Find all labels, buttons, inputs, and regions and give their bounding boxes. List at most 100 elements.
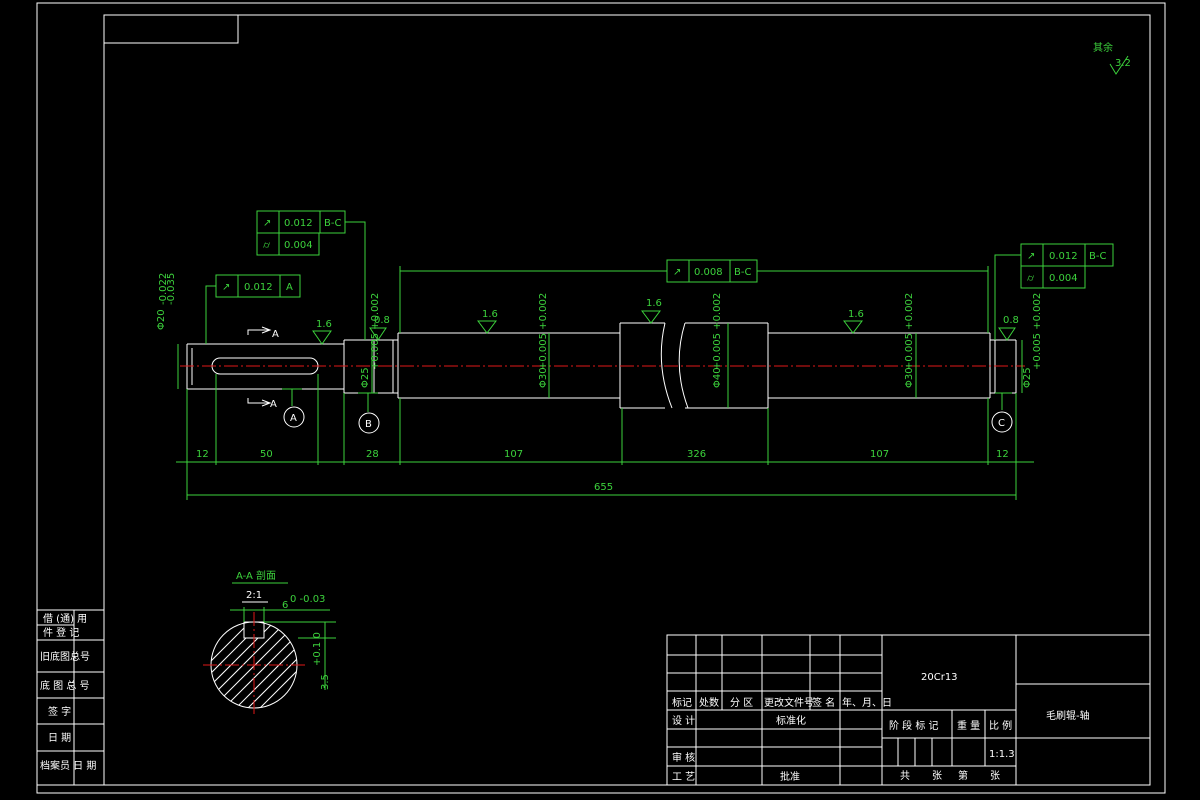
svg-text:0.012: 0.012 — [1049, 251, 1078, 262]
svg-text:第: 第 — [958, 769, 968, 782]
svg-text:分 区: 分 区 — [730, 697, 753, 709]
svg-text:B: B — [365, 419, 372, 430]
svg-text:签 名: 签 名 — [812, 696, 835, 709]
svg-text:批准: 批准 — [780, 770, 800, 783]
svg-text:A: A — [290, 413, 297, 424]
svg-text:B-C: B-C — [1089, 251, 1106, 262]
tolerance-frame-left: ↗ 0.012 B-C ⌭ 0.004 — [256, 210, 366, 340]
svg-text:0.004: 0.004 — [1049, 273, 1078, 284]
svg-text:Φ40: Φ40 — [712, 367, 723, 388]
svg-text:Φ30: Φ30 — [538, 367, 549, 388]
tolerance-frame-middle: ↗ 0.008 B-C — [399, 259, 989, 333]
svg-text:旧底图总号: 旧底图总号 — [40, 650, 90, 663]
svg-text:28: 28 — [366, 449, 379, 460]
svg-text:2:1: 2:1 — [246, 590, 262, 601]
svg-text:工 艺: 工 艺 — [672, 771, 695, 783]
svg-text:0.8: 0.8 — [1003, 315, 1019, 326]
svg-text:C: C — [998, 418, 1005, 429]
section-view-a-a: A-A 剖面 2:1 6 0 -0.03 — [203, 569, 336, 716]
tolerance-frame-right: ↗ 0.012 B-C ⌭ 0.004 — [994, 243, 1114, 340]
svg-text:更改文件号: 更改文件号 — [764, 696, 814, 709]
datum-c: C — [991, 392, 1013, 433]
svg-text:↗: ↗ — [222, 282, 230, 293]
svg-text:Φ30: Φ30 — [904, 367, 915, 388]
svg-text:12: 12 — [196, 449, 209, 460]
svg-text:326: 326 — [687, 449, 706, 460]
datum-a: A — [282, 388, 305, 428]
svg-text:张: 张 — [932, 770, 942, 782]
svg-text:年、月、日: 年、月、日 — [842, 696, 892, 709]
svg-text:+0.005 +0.002: +0.005 +0.002 — [538, 293, 549, 370]
svg-text:B-C: B-C — [734, 267, 751, 278]
svg-text:比 例: 比 例 — [989, 719, 1012, 732]
svg-text:50: 50 — [260, 449, 273, 460]
svg-text:0.012: 0.012 — [284, 218, 313, 229]
svg-text:⌭: ⌭ — [263, 240, 271, 251]
svg-text:+0.005 +0.002: +0.005 +0.002 — [370, 293, 381, 370]
svg-text:0.012: 0.012 — [244, 282, 273, 293]
svg-text:共: 共 — [900, 770, 910, 782]
svg-text:重 量: 重 量 — [957, 719, 980, 732]
side-revision-block: 借 (通) 用 件 登 记 旧底图总号 底 图 总 号 签 字 日 期 档案员 … — [36, 609, 105, 786]
svg-text:其余: 其余 — [1093, 41, 1113, 54]
svg-text:张: 张 — [990, 770, 1000, 782]
svg-text:件 登 记: 件 登 记 — [43, 626, 79, 639]
svg-text:A: A — [286, 282, 293, 293]
svg-text:毛刷辊-轴: 毛刷辊-轴 — [1046, 709, 1090, 722]
length-dimensions: 12 50 28 107 326 107 12 655 — [176, 374, 1034, 500]
svg-text:107: 107 — [504, 449, 523, 460]
svg-text:1.6: 1.6 — [848, 309, 864, 320]
svg-text:0.008: 0.008 — [694, 267, 723, 278]
svg-text:Φ25: Φ25 — [360, 367, 371, 388]
title-block: 标记 处数 分 区 更改文件号 签 名 年、月、日 设 计 标准化 审 核 工 … — [666, 634, 1151, 786]
svg-text:签 字: 签 字 — [48, 705, 71, 718]
svg-text:↗: ↗ — [263, 218, 271, 229]
svg-text:处数: 处数 — [699, 696, 719, 709]
tolerance-frame-key: ↗ 0.012 A — [205, 274, 301, 344]
svg-text:655: 655 — [594, 482, 613, 493]
svg-text:Φ20: Φ20 — [156, 309, 167, 330]
svg-text:+0.005 +0.002: +0.005 +0.002 — [1032, 293, 1043, 370]
svg-text:6: 6 — [282, 600, 288, 611]
sheet-frame — [36, 2, 1166, 794]
roughness-symbols: 1.6 0.8 1.6 1.6 1.6 0.8 — [312, 298, 1019, 345]
svg-text:档案员 日 期: 档案员 日 期 — [40, 759, 96, 772]
svg-text:底 图 总 号: 底 图 总 号 — [40, 679, 90, 692]
section-cut-marks: A A — [247, 326, 279, 410]
svg-text:+0.1 0: +0.1 0 — [312, 632, 323, 666]
svg-text:1.6: 1.6 — [316, 319, 332, 330]
svg-text:⌭: ⌭ — [1027, 273, 1035, 284]
svg-text:20Cr13: 20Cr13 — [921, 672, 958, 683]
svg-text:12: 12 — [996, 449, 1009, 460]
svg-text:1.6: 1.6 — [646, 298, 662, 309]
svg-text:A: A — [272, 329, 279, 340]
datum-b: B — [358, 392, 380, 434]
svg-text:0 -0.03: 0 -0.03 — [290, 594, 325, 605]
svg-text:A: A — [270, 399, 277, 410]
svg-text:0.004: 0.004 — [284, 240, 313, 251]
svg-text:1:1.3: 1:1.3 — [989, 749, 1015, 760]
diameter-labels: Φ20 -0.022 -0.035 Φ25 +0.005 +0.002 Φ30 … — [156, 273, 1043, 408]
svg-text:B-C: B-C — [324, 218, 341, 229]
svg-text:↗: ↗ — [1027, 251, 1035, 262]
svg-text:A-A 剖面: A-A 剖面 — [236, 569, 276, 582]
svg-text:↗: ↗ — [673, 267, 681, 278]
svg-text:3.5: 3.5 — [320, 674, 331, 690]
svg-text:标准化: 标准化 — [776, 714, 806, 727]
svg-text:+0.005 +0.002: +0.005 +0.002 — [712, 293, 723, 370]
svg-text:1.6: 1.6 — [482, 309, 498, 320]
svg-text:审 核: 审 核 — [672, 751, 695, 764]
svg-text:日 期: 日 期 — [48, 732, 71, 744]
surface-rest-note: 其余 3.2 — [1093, 41, 1131, 75]
svg-text:Φ25: Φ25 — [1022, 367, 1033, 388]
svg-text:0.8: 0.8 — [374, 315, 390, 326]
svg-text:阶 段 标 记: 阶 段 标 记 — [889, 719, 939, 732]
svg-text:-0.022: -0.022 — [158, 273, 169, 305]
svg-text:-0.035: -0.035 — [166, 273, 177, 305]
svg-text:+0.005 +0.002: +0.005 +0.002 — [904, 293, 915, 370]
svg-text:107: 107 — [870, 449, 889, 460]
svg-text:设 计: 设 计 — [672, 714, 695, 727]
svg-text:标记: 标记 — [672, 697, 692, 709]
svg-text:借 (通) 用: 借 (通) 用 — [43, 613, 87, 625]
